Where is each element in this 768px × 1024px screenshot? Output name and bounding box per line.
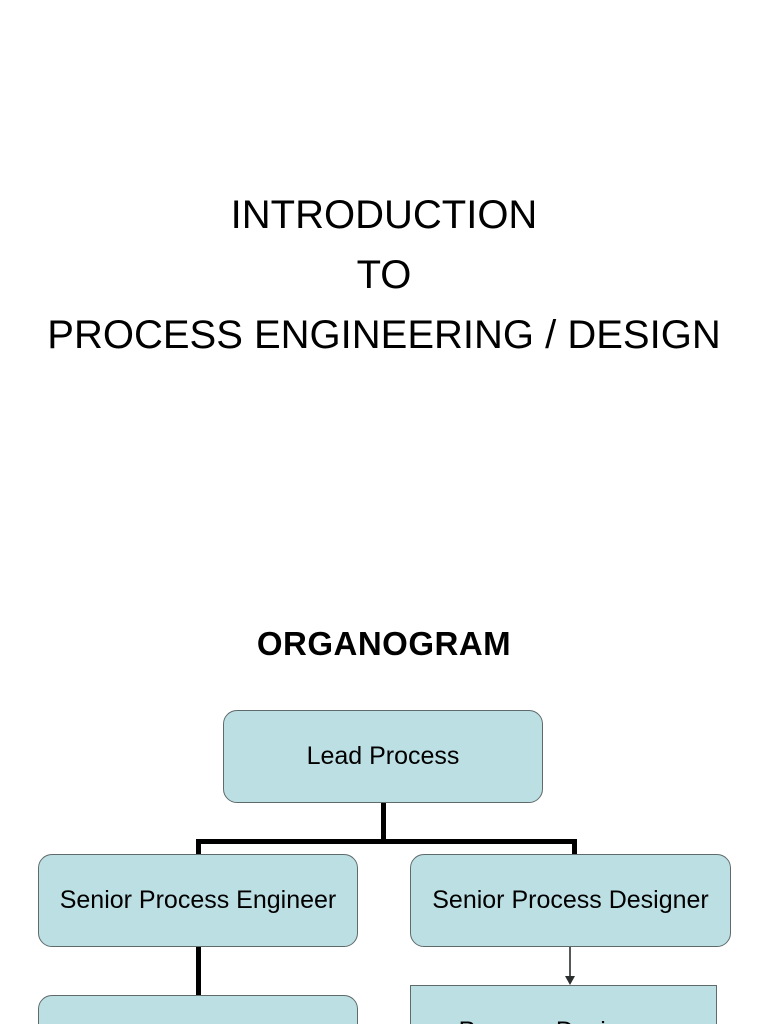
title-line-1: INTRODUCTION bbox=[230, 193, 538, 237]
org-node-senior-process-designer[interactable]: Senior Process Designer bbox=[410, 854, 731, 947]
connector-drop-left bbox=[196, 839, 201, 857]
arrow-designer-to-designers bbox=[565, 947, 575, 985]
connector-lead-stem bbox=[381, 803, 386, 843]
org-node-senior-process-engineer[interactable]: Senior Process Engineer bbox=[38, 854, 358, 947]
organogram-heading: ORGANOGRAM bbox=[256, 625, 512, 662]
org-node-lead-process[interactable]: Lead Process bbox=[223, 710, 543, 803]
org-node-process-designers[interactable]: Process Designers bbox=[410, 985, 717, 1024]
org-node-bottom-left[interactable] bbox=[38, 995, 358, 1024]
connector-horizontal-split bbox=[196, 839, 577, 844]
title-line-2: TO bbox=[356, 253, 412, 297]
connector-engineer-stem bbox=[196, 947, 201, 997]
connector-drop-right bbox=[572, 839, 577, 857]
slide-title: INTRODUCTION TO PROCESS ENGINEERING / DE… bbox=[0, 185, 768, 365]
title-line-3: PROCESS ENGINEERING / DESIGN bbox=[47, 313, 721, 357]
